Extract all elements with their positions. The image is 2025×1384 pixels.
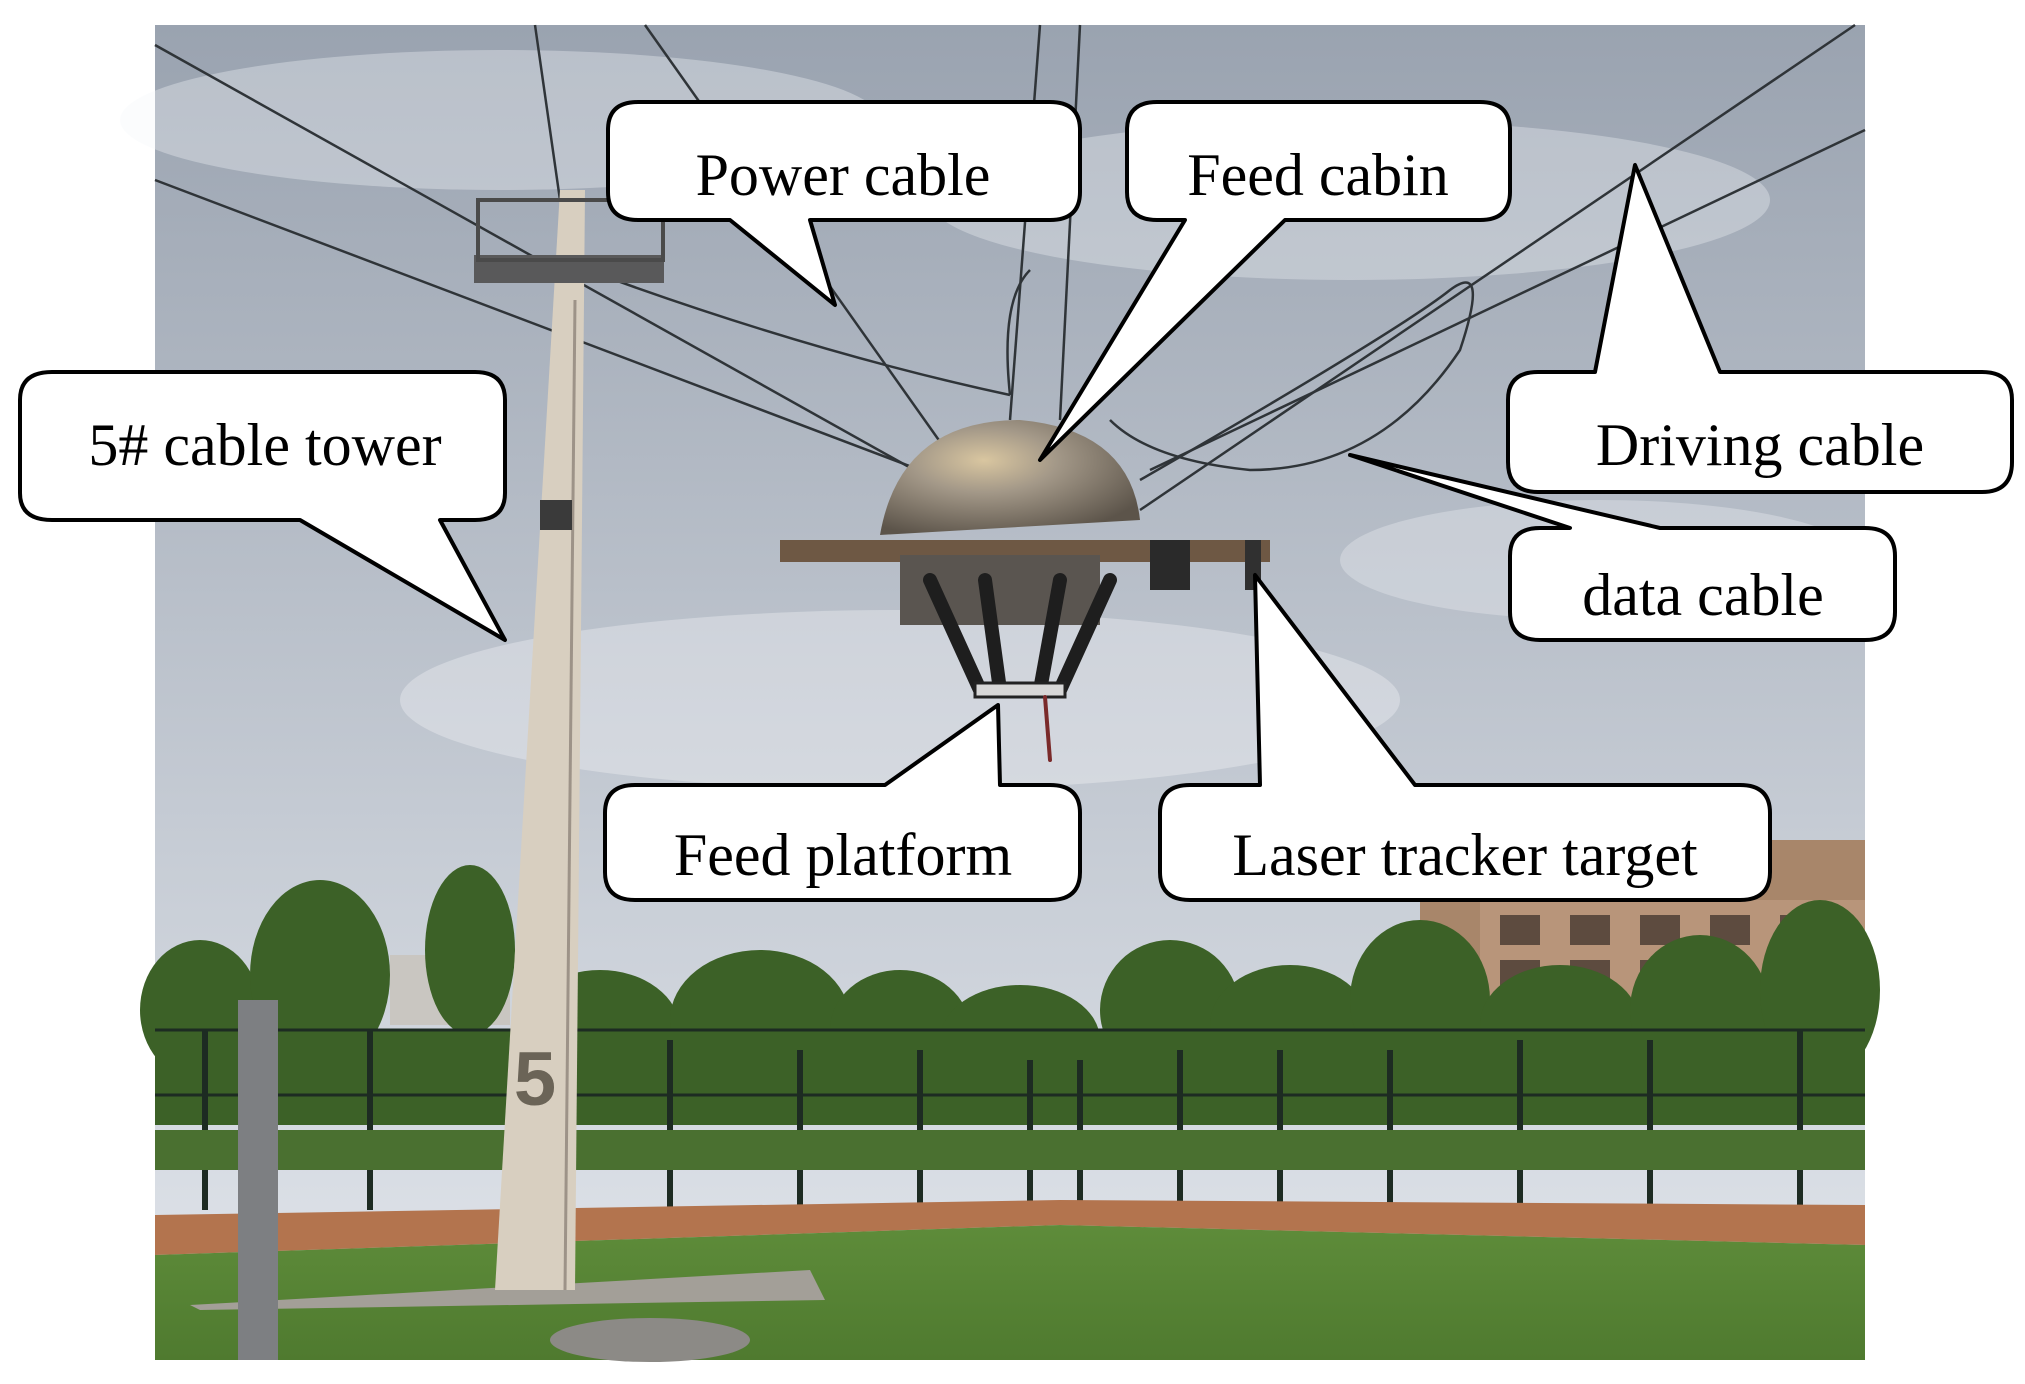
callout-cabin-text: Feed cabin	[1187, 142, 1449, 208]
feed-platform	[923, 573, 1117, 762]
basin	[550, 1318, 750, 1362]
callout-power-text: Power cable	[696, 142, 991, 208]
trees	[140, 865, 1880, 1125]
brick-wall	[155, 1200, 1865, 1255]
callouts: 5# cable tower Power cable Feed cabin Dr…	[18, 100, 2014, 902]
callout-platform: Feed platform	[603, 703, 1082, 902]
callout-tower: 5# cable tower	[18, 370, 507, 642]
foreground-post	[238, 1000, 278, 1360]
callout-platform-text: Feed platform	[674, 822, 1012, 888]
callout-driving: Driving cable	[1506, 163, 2014, 494]
callout-tower-text: 5# cable tower	[88, 412, 441, 478]
callout-power: Power cable	[606, 100, 1082, 307]
callout-driving-text: Driving cable	[1596, 412, 1924, 478]
callout-data: data cable	[1348, 453, 1897, 642]
cable-tower: 5	[474, 190, 665, 1291]
callout-data-text: data cable	[1582, 562, 1824, 628]
callout-laser: Laser tracker target	[1158, 573, 1772, 902]
tower-number: 5	[514, 1037, 556, 1122]
photo: 5	[120, 23, 1880, 1362]
callout-cabin: Feed cabin	[1038, 100, 1512, 462]
hedge	[155, 1130, 1865, 1170]
callout-laser-text: Laser tracker target	[1232, 822, 1698, 888]
